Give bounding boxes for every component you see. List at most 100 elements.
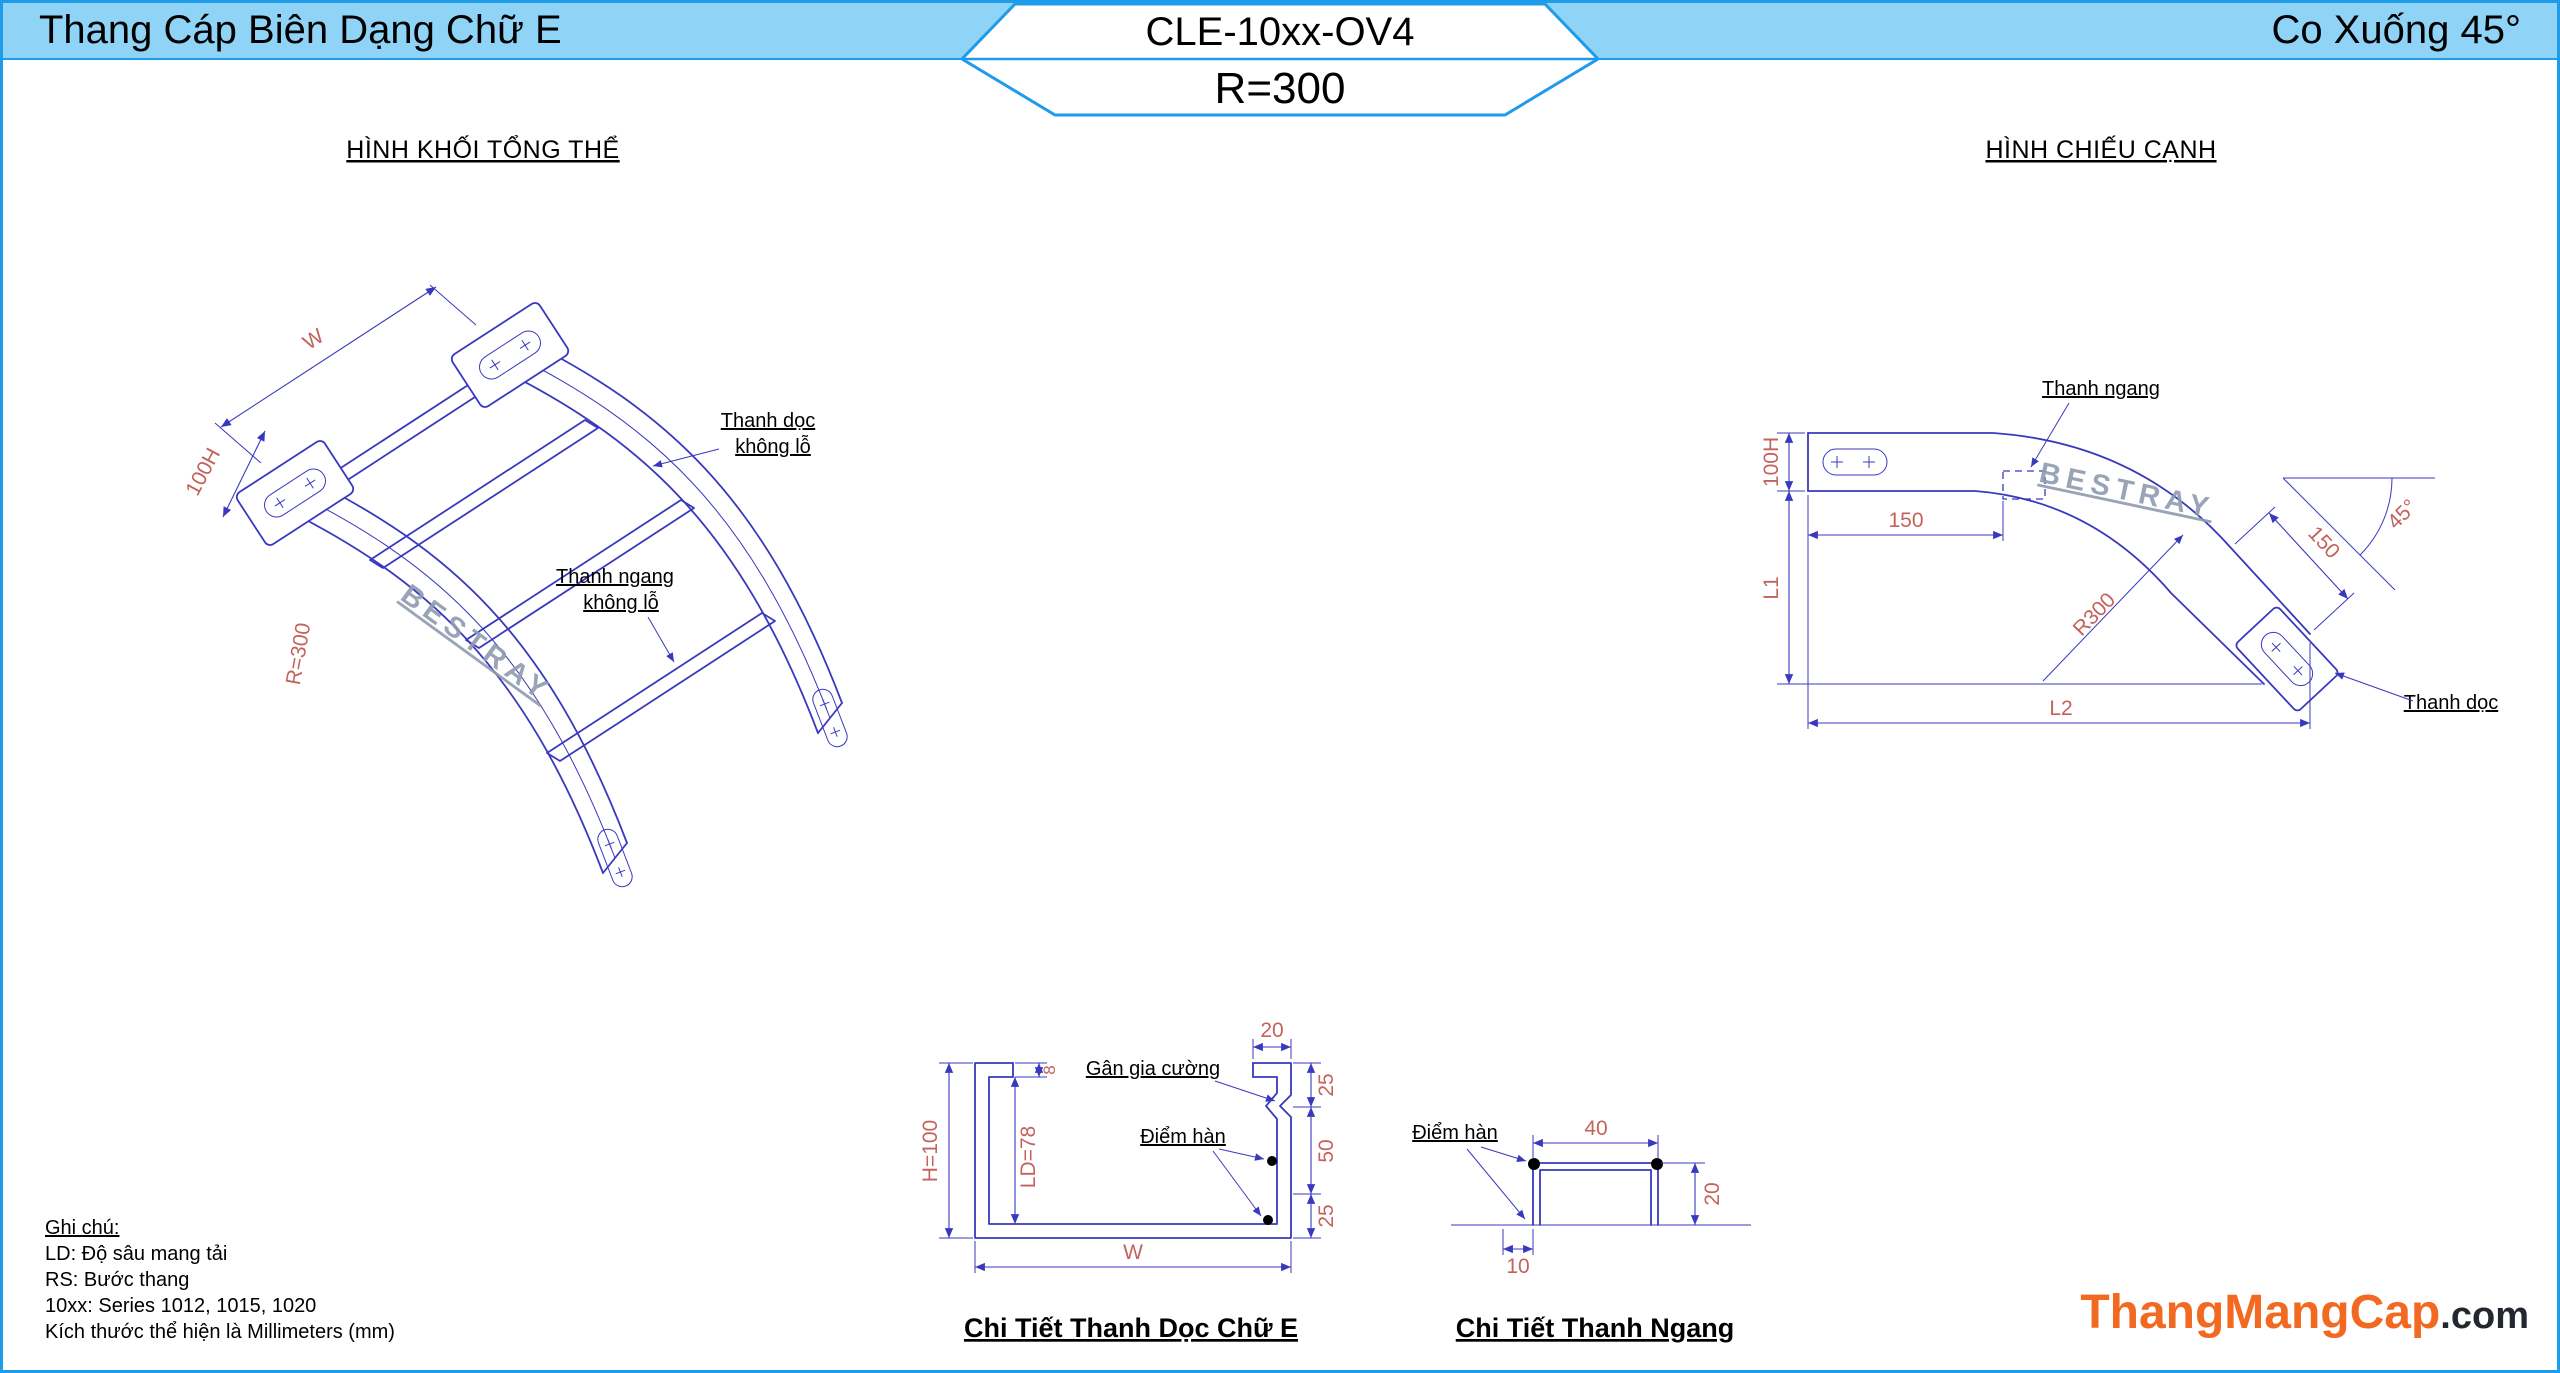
- end-plate-outline: [2235, 606, 2339, 712]
- notes-heading: Ghi chú:: [45, 1217, 120, 1239]
- l2-extension-lines: [1807, 541, 2311, 729]
- end-plate-slot: [264, 468, 326, 518]
- weld-label: Điểm hàn: [1140, 1126, 1226, 1148]
- end-plate-near: [235, 440, 355, 546]
- profile-inner-contour: [988, 1076, 1278, 1225]
- slot: [597, 828, 633, 888]
- h-dim-text: 100H: [1760, 437, 1783, 487]
- radius-code: R=300: [1215, 64, 1346, 113]
- w-dim-line: [220, 286, 437, 428]
- site-logo: ThangMangCap.com: [2080, 1285, 2529, 1340]
- weld-label-leader: [1212, 1150, 1262, 1217]
- weld-point: [1263, 1215, 1273, 1225]
- rung-inner-contour: [1539, 1169, 1652, 1226]
- sheet-title-right: Co Xuống 45°: [2271, 8, 2521, 52]
- logo-main-text: ThangMangCap: [2080, 1286, 2441, 1339]
- slot-cross-marks: [2271, 642, 2303, 676]
- overall-view-title: HÌNH KHỐI TỔNG THỂ: [346, 134, 619, 164]
- rung-callout-line2: không lỗ: [583, 591, 659, 614]
- rung-callout-leader: [647, 616, 675, 663]
- rung-section-view: Điểm hàn 40 20 10 Chi Tiết Thanh Ngang: [1412, 1117, 1751, 1343]
- rung-label-leader: [2030, 402, 2070, 468]
- rail-far-outer-edge: [497, 367, 819, 734]
- hidden-rung-outline: [2002, 470, 2046, 500]
- rung-callout-line1: Thanh ngang: [556, 566, 674, 588]
- dim20-text: 20: [1260, 1019, 1283, 1042]
- profile-outer-contour: [974, 1062, 1292, 1239]
- weld-label-leader: [1218, 1148, 1265, 1161]
- rail-near-inner-edge: [306, 477, 628, 844]
- r300-leader: [2042, 534, 2184, 682]
- notes-block: Ghi chú: LD: Độ sâu mang tải RS: Bước th…: [45, 1215, 395, 1345]
- end-slot-near: [597, 828, 633, 888]
- angled-end-plate: [2235, 606, 2339, 712]
- angle-text: 45°: [2383, 495, 2422, 534]
- left-end-slot: [1822, 448, 1888, 476]
- w-dim-text: W: [299, 324, 328, 354]
- rung-2: [465, 499, 695, 649]
- wdim-text: W: [1123, 1241, 1143, 1264]
- dim25-top-text: 25: [1315, 1073, 1338, 1096]
- rail-section-view: 20 25 50 25 H=100 LD=78 8 W Gân gia cườn…: [919, 1019, 1338, 1343]
- slot-cross-marks: [274, 477, 316, 509]
- slot: [812, 688, 848, 748]
- rail-label: Thanh dọc: [2404, 692, 2499, 714]
- dim150-angled-extensions: [2234, 506, 2355, 631]
- slot-cross-marks: [1831, 456, 1875, 468]
- rib-label-leader: [1214, 1080, 1276, 1102]
- l2-dim-text: L2: [2049, 697, 2072, 720]
- logo-suffix-text: .com: [2440, 1295, 2529, 1337]
- rail-far-inner-edge: [521, 337, 843, 704]
- rail-far-fold-line: [509, 352, 831, 719]
- rung-label: Thanh ngang: [2042, 378, 2160, 400]
- hdim-text: H=100: [919, 1120, 942, 1182]
- title-block-hexagon: CLE-10xx-OV4 R=300: [960, 3, 1600, 117]
- weld-point: [1528, 1158, 1540, 1170]
- rung-1: [369, 419, 599, 569]
- rail-section-title: Chi Tiết Thanh Dọc Chữ E: [964, 1313, 1298, 1343]
- rib-label: Gân gia cường: [1086, 1058, 1220, 1080]
- dim20-text: 20: [1701, 1182, 1724, 1205]
- rail-far-end-cap: [817, 702, 843, 734]
- weld-label: Điểm hàn: [1412, 1122, 1498, 1144]
- w-extension-line: [429, 284, 477, 326]
- watermark-text: BESTRAY: [395, 578, 558, 708]
- end-plate-outline: [235, 440, 355, 546]
- note-line: 10xx: Series 1012, 1015, 1020: [45, 1295, 317, 1317]
- lddim-text: LD=78: [1017, 1126, 1040, 1188]
- rung-3: [546, 612, 776, 762]
- slot-cross-marks: [604, 839, 626, 877]
- end-plate-slot: [479, 330, 541, 380]
- height-dim-text: 100H: [181, 444, 225, 499]
- hdim-extension-lines: [939, 1062, 973, 1239]
- model-code: CLE-10xx-OV4: [1146, 10, 1415, 54]
- end-plate-far: [450, 302, 570, 408]
- l1-dim-text: L1: [1760, 576, 1783, 599]
- slot-cross-marks: [489, 339, 531, 371]
- weld-label-leader: [1466, 1148, 1526, 1220]
- slot-cross-marks: [819, 699, 841, 737]
- r300-text: R300: [2069, 588, 2120, 640]
- end-plate-outline: [450, 302, 570, 408]
- note-line: RS: Bước thang: [45, 1269, 190, 1291]
- note-line: Kích thước thể hiện là Millimeters (mm): [45, 1321, 395, 1343]
- dim150-angled-line: [2268, 512, 2349, 600]
- side-view-title: HÌNH CHIẾU CẠNH: [1985, 135, 2216, 164]
- rail-label-leader: [2334, 672, 2414, 702]
- rail-near-end-cap: [602, 842, 628, 874]
- weld-point: [1651, 1158, 1663, 1170]
- dim40-text: 40: [1584, 1117, 1607, 1140]
- note-line: LD: Độ sâu mang tải: [45, 1243, 228, 1265]
- dim20-extension-lines: [1252, 1039, 1292, 1059]
- weld-point: [1267, 1156, 1277, 1166]
- height-dim-line: [222, 430, 266, 518]
- rail-callout-leader: [652, 448, 720, 468]
- dim10-extension-lines: [1502, 1229, 1534, 1255]
- dim150-text: 150: [1888, 509, 1923, 532]
- dim25-bottom-text: 25: [1315, 1204, 1338, 1227]
- band-top-edge: [1807, 432, 2311, 635]
- sheet-title-left: Thang Cáp Biên Dạng Chữ E: [39, 8, 562, 52]
- rail-near-fold-line: [294, 492, 616, 859]
- angle-construction-lines: [2282, 477, 2435, 591]
